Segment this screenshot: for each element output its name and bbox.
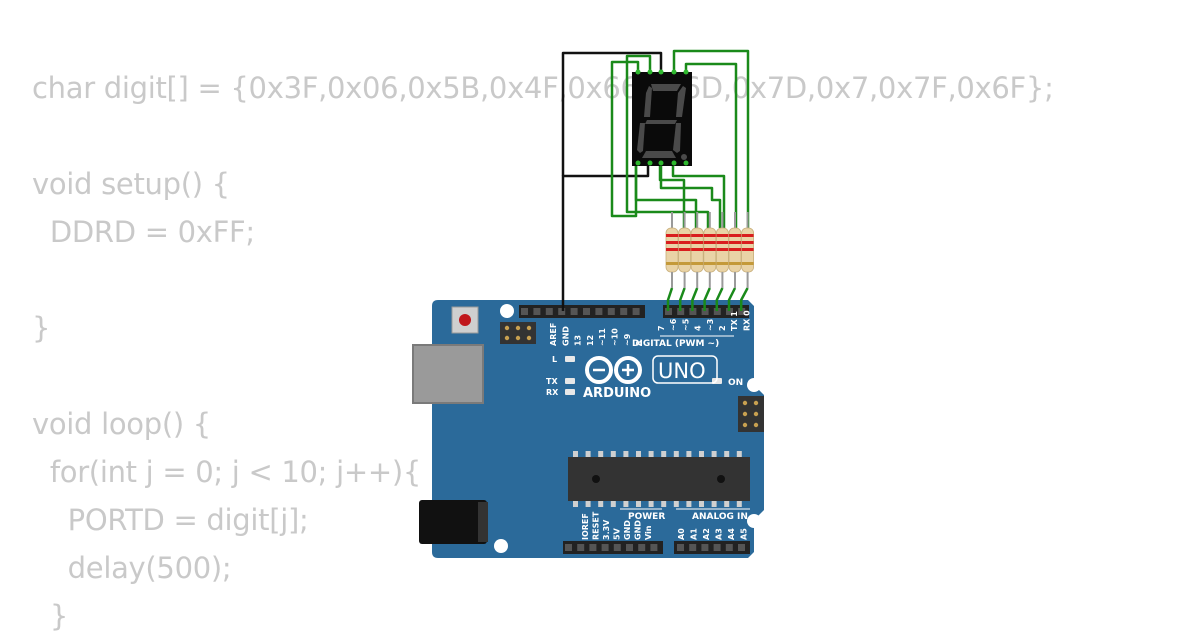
mounting-hole	[747, 378, 761, 392]
analog-label: ANALOG IN	[692, 512, 748, 522]
power-label: POWER	[628, 512, 665, 522]
pin-label: 8	[635, 340, 644, 346]
pin-label: 3.3V	[602, 519, 611, 540]
power-jack-rim	[478, 502, 488, 542]
segment-wire	[684, 62, 738, 228]
code-line: delay(500);	[32, 551, 232, 585]
mounting-hole	[747, 514, 761, 528]
pin-label: Vin	[644, 525, 653, 540]
mounting-hole	[500, 304, 514, 318]
pin-label: 4	[694, 325, 703, 331]
code-line: PORTD = digit[j];	[32, 503, 309, 537]
usb-connector	[412, 344, 484, 404]
power-jack	[419, 500, 487, 544]
pin-label: A2	[702, 528, 711, 540]
pin-label: 5V	[613, 527, 622, 540]
code-line: void loop() {	[32, 407, 211, 441]
led-l-label: L	[552, 355, 557, 364]
led-rx-label: RX	[546, 388, 559, 397]
segment-wire	[658, 166, 686, 228]
segment-wire	[659, 166, 722, 228]
code-line: DDRD = 0xFF;	[32, 215, 255, 249]
chip-dot	[717, 475, 725, 483]
segment-wire	[625, 54, 710, 228]
pin-label: TX 1	[730, 311, 739, 331]
segment-f	[644, 86, 652, 117]
segment-d	[642, 151, 676, 158]
digital-header-label: DIGITAL (PWM ~)	[632, 339, 719, 349]
icsp-pins	[504, 325, 532, 341]
segment-wire	[672, 49, 750, 228]
resistor-array[interactable]	[665, 212, 754, 288]
pin-label: A3	[715, 528, 724, 540]
reset-button[interactable]	[459, 314, 471, 326]
wires	[561, 49, 750, 311]
pin-label: ~11	[598, 328, 607, 346]
led-tx-label: TX	[546, 377, 558, 386]
led-tx	[565, 378, 575, 384]
chip-pins	[573, 451, 742, 507]
segment-b	[676, 86, 686, 117]
pin-label: A1	[690, 528, 699, 540]
segment-dp	[681, 154, 687, 160]
led-rx	[565, 389, 575, 395]
gnd-wire	[561, 51, 663, 176]
pin-label: ~3	[706, 319, 715, 331]
mounting-hole	[494, 539, 508, 553]
pin-label: ~10	[611, 328, 620, 346]
arduino-logo-icon	[585, 356, 642, 384]
icsp-header	[500, 322, 536, 344]
display-pins	[635, 69, 689, 166]
pin-label: AREF	[549, 323, 558, 346]
model-label: UNO	[658, 359, 706, 383]
code-line: }	[32, 311, 51, 345]
led-l	[565, 356, 575, 362]
pin-label: ~5	[681, 318, 690, 331]
pin-label: 12	[586, 335, 595, 346]
segment-wire	[671, 166, 726, 228]
pin-label: RX 0	[742, 310, 751, 331]
code-line: }	[32, 599, 68, 633]
icsp-right-pins	[742, 400, 759, 428]
logo-symbols	[593, 364, 634, 376]
pin-label: A5	[740, 528, 749, 540]
pin-label: ~6	[669, 318, 678, 331]
power-header[interactable]	[563, 541, 663, 554]
gnd-wire	[561, 166, 650, 311]
seven-segment-display[interactable]	[632, 69, 692, 167]
display-segments	[637, 84, 687, 160]
code-line: for(int j = 0; j < 10; j++){	[32, 455, 421, 489]
pin-label: ~9	[623, 333, 632, 346]
bottom-pin-holes	[565, 544, 745, 551]
brand-label: ARDUINO	[583, 386, 651, 401]
chip-dot	[592, 475, 600, 483]
segment-wire	[634, 166, 698, 228]
pin-label: GND	[634, 520, 643, 540]
pin-label: 7	[657, 325, 666, 331]
pin-label: GND	[561, 326, 570, 346]
icsp-header-right	[738, 396, 764, 432]
pin-label: 2	[718, 325, 727, 331]
pin-label: A4	[727, 528, 736, 540]
segment-e	[637, 123, 645, 153]
pin-label: IOREF	[581, 513, 590, 540]
segment-c	[673, 123, 681, 153]
pin-label: 13	[574, 335, 583, 346]
code-line: void setup() {	[32, 167, 230, 201]
model-badge	[652, 355, 718, 384]
led-on-label: ON	[728, 378, 743, 388]
pin-label: A0	[677, 528, 686, 540]
segment-a	[651, 84, 681, 91]
segment-g	[645, 120, 677, 124]
segment-wire	[610, 60, 640, 218]
pin-label: RESET	[592, 511, 601, 540]
pin-label: GND	[623, 520, 632, 540]
digital-pin-holes	[521, 308, 746, 315]
